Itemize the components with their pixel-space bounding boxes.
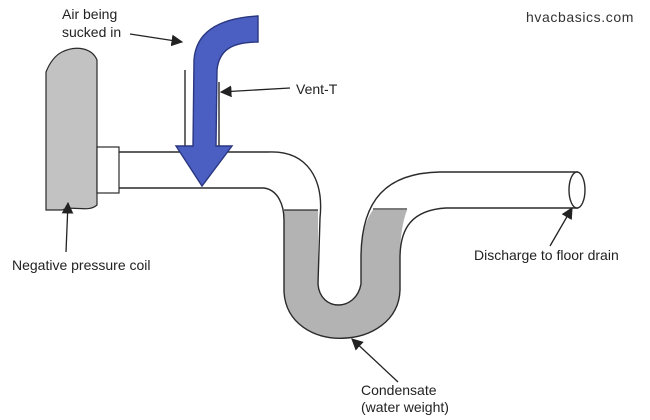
air-label-line2: sucked in [62,24,122,40]
discharge-leader [549,206,573,247]
condensate-label-line1: Condensate [361,382,437,398]
site-brand: hvacbasics.com [526,9,634,25]
air-leader [129,33,184,47]
vent-t-leader [219,85,291,98]
coil-leader [61,201,74,253]
air-label-line1: Air being [62,6,118,22]
trap-outer-wall [119,151,578,306]
coil-label: Negative pressure coil [12,257,151,273]
condensate-label-line2: (water weight) [361,399,449,415]
condensate-leader [351,338,399,383]
vent-t-label: Vent-T [296,81,338,97]
coil-panel [45,47,98,211]
pipe-outlet [568,171,586,209]
condensate-water [284,210,407,339]
pipe-collar [96,146,120,194]
down-arrow-icon [174,15,259,188]
discharge-label: Discharge to floor drain [474,247,619,263]
trap-inner-wall [119,187,578,339]
